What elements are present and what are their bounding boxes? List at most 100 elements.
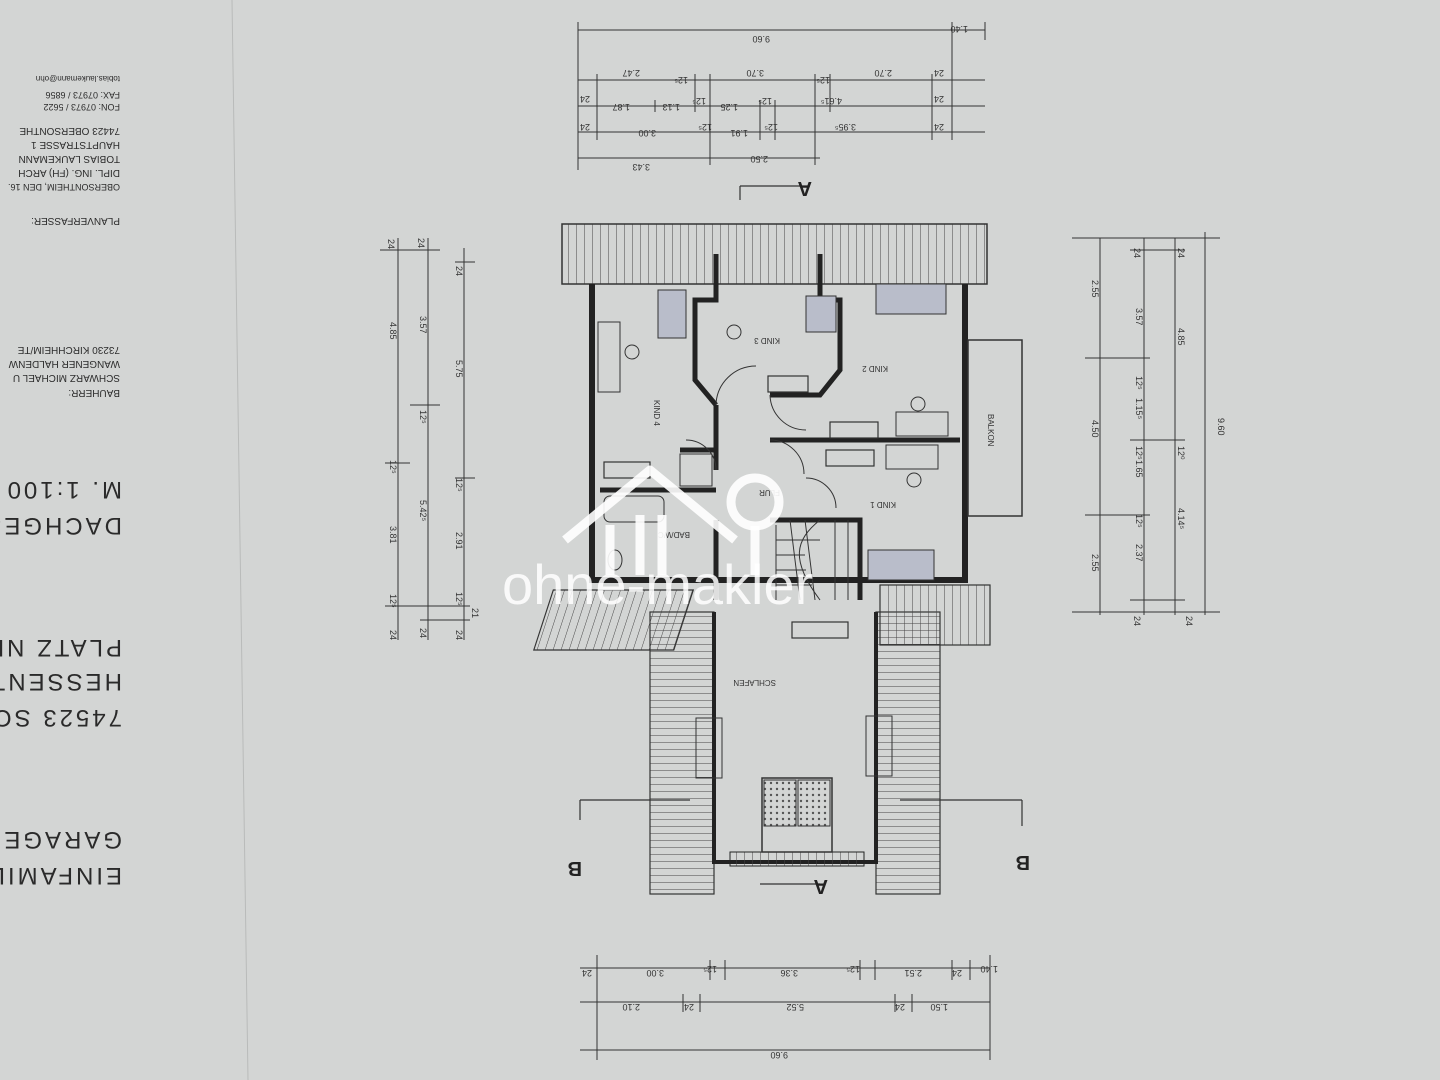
section-b-left: B <box>568 857 582 879</box>
room-kind3: KIND 3 <box>754 336 780 345</box>
bottom-row2-2: 5.52 <box>786 1002 804 1012</box>
right-c2-2: 12⁵ <box>1134 376 1144 390</box>
window-right <box>865 715 893 777</box>
house-body-icon <box>605 515 667 575</box>
left-c3-3: 2.91 <box>454 532 464 550</box>
right-total: 9.60 <box>1216 418 1226 436</box>
watermark-logo <box>562 465 784 575</box>
title-line-5: PLATZ NR <box>0 634 122 661</box>
top-row1-2: 3.70 <box>746 68 764 78</box>
bed-pillow-right <box>797 779 831 827</box>
title-line-7: M. 1:100 <box>5 476 122 503</box>
left-c2-0: 24 <box>416 238 426 248</box>
title-line-4: HESSENTA <box>0 668 122 695</box>
left-c2-1: 3.57 <box>418 316 428 334</box>
top-row4-1: 2.50 <box>750 154 768 164</box>
right-c2-6: 12⁵ <box>1134 514 1144 528</box>
left-c2-4: 24 <box>418 628 428 638</box>
builder-line-4: 73230 KIRCHHEIM/TE <box>17 344 120 355</box>
left-dimensions <box>380 238 475 640</box>
right-c3-4: 24 <box>1184 616 1194 626</box>
bottom-left-dormer-roof <box>649 611 715 895</box>
room-kind2: KIND 2 <box>862 364 888 373</box>
bottom-row1-4: 12⁵ <box>846 964 860 974</box>
planner-line-3: DIPL. ING. (FH) ARCH <box>18 167 120 178</box>
left-c1-5: 24 <box>388 630 398 640</box>
desk-kind1 <box>885 444 939 470</box>
roof-left-wing <box>533 589 695 651</box>
right-c3-2: 12⁰ <box>1176 446 1186 460</box>
floor-plan <box>533 185 1023 895</box>
bed-kind4 <box>657 289 687 339</box>
builder-block: BAUHERR: SCHWARZ MICHAEL U WANGENER HALD… <box>8 344 120 398</box>
roof-right-wing <box>879 584 991 646</box>
wardrobes <box>603 375 879 639</box>
builder-line-1: BAUHERR: <box>68 387 120 398</box>
bottom-right-dormer-roof <box>875 611 941 895</box>
section-markers: A A B B <box>568 177 1030 897</box>
double-bed <box>761 777 833 853</box>
right-dimension-labels: 2.55 4.50 2.55 24 3.57 12⁵ 1.15⁵ 12⁵ 1.6… <box>1090 248 1226 626</box>
planner-line-5: HAUPTSTRASSE 1 <box>31 139 120 150</box>
title-line-2: GARAGE U <box>0 826 122 853</box>
room-kind1: KIND 1 <box>870 500 896 509</box>
planner-line-6: 74423 OBERSONTHE <box>19 125 120 136</box>
bottom-total: 9.60 <box>770 1050 788 1060</box>
right-c2-7: 2.37 <box>1134 544 1144 562</box>
left-c3-4: 12⁵ <box>454 592 464 606</box>
planner-block: PLANVERFASSER: OBERSONTHEIM, DEN 16. DIP… <box>8 74 120 226</box>
left-c2-2: 12⁵ <box>418 410 428 424</box>
bottom-row1-3: 3.36 <box>780 968 798 978</box>
room-bad: BAD/WC <box>658 530 690 539</box>
bottom-row1-5: 2.51 <box>904 968 922 978</box>
right-c3-3: 4.14⁵ <box>1176 508 1186 530</box>
top-row3-3: 1.91 <box>730 128 748 138</box>
shower <box>679 453 713 487</box>
right-dimensions <box>1072 232 1220 615</box>
bed-pillow-left <box>763 779 797 827</box>
staircase <box>775 519 849 601</box>
right-c2-5: 1.65 <box>1134 460 1144 478</box>
house-roof-icon <box>562 465 738 544</box>
bedroom-footwall <box>729 851 865 867</box>
top-row1-5: 24 <box>934 68 944 78</box>
top-row1-4: 2.70 <box>874 68 892 78</box>
right-c1-1: 4.50 <box>1090 420 1100 438</box>
top-end: 1.40 <box>950 24 968 34</box>
bed-kind3 <box>805 295 837 333</box>
top-total: 9.60 <box>752 34 770 44</box>
chairs <box>624 324 926 488</box>
room-balkon: BALKON <box>986 414 995 447</box>
section-b-right: B <box>1016 851 1030 873</box>
room-labels: KIND 4 KIND 3 KIND 2 KIND 1 FLUR BAD/WC … <box>652 336 995 687</box>
doors <box>685 365 837 509</box>
right-c2-0: 24 <box>1132 248 1142 258</box>
right-c3-1: 4.85 <box>1176 328 1186 346</box>
top-row4-0: 3.43 <box>632 162 650 172</box>
left-c3-6: 24 <box>454 630 464 640</box>
bottom-dimension-labels: 24 3.00 12⁵ 3.36 12⁵ 2.51 24 1.40 2.10 2… <box>582 964 998 1060</box>
bottom-row1-6: 24 <box>952 968 962 978</box>
planner-line-2: OBERSONTHEIM, DEN 16. <box>8 182 120 192</box>
top-row3-2: 12⁵ <box>698 122 712 132</box>
planner-line-9: tobias.laukemann@ohn <box>36 74 120 83</box>
bottom-row2-0: 2.10 <box>622 1002 640 1012</box>
left-dimension-labels: 24 4.85 12⁵ 3.81 12⁵ 24 24 3.57 12⁵ 5.42… <box>386 238 480 640</box>
room-flur: FLUR <box>759 488 780 497</box>
left-c3-5: 21 <box>470 608 480 618</box>
bottom-row2-3: 24 <box>895 1002 905 1012</box>
top-row3-6: 24 <box>934 122 944 132</box>
top-row2-5: 12⁵ <box>758 96 772 106</box>
bed-kind1 <box>867 549 935 581</box>
top-row3-1: 3.00 <box>638 128 656 138</box>
top-row2-6: 4.61⁵ <box>820 96 842 106</box>
top-row3-5: 3.95⁵ <box>834 122 856 132</box>
bottom-end: 1.40 <box>980 964 998 974</box>
balcony <box>967 339 1023 517</box>
left-c1-0: 24 <box>386 239 396 249</box>
planner-line-7: FON: 07973 / 5622 <box>43 102 120 112</box>
top-row2-1: 1.87 <box>612 102 630 112</box>
right-c3-0: 24 <box>1176 248 1186 258</box>
